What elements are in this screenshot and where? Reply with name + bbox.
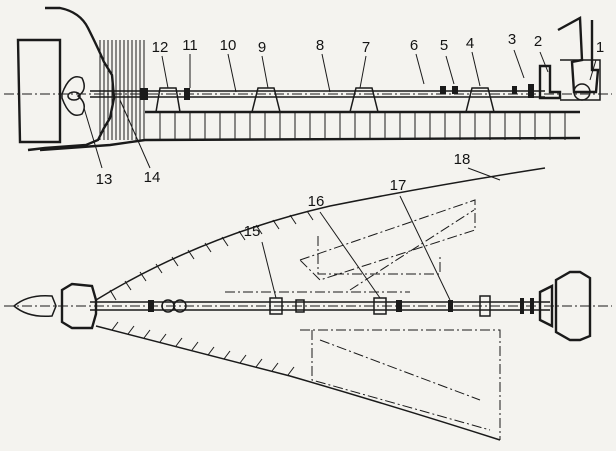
stern-hull-outline xyxy=(27,6,116,152)
plan-flywheel xyxy=(538,284,554,328)
elevation-view xyxy=(4,6,612,152)
auxiliary-construction-lines xyxy=(225,199,501,440)
label-7: 7 xyxy=(362,39,370,56)
label-5: 5 xyxy=(440,37,448,54)
plan-view xyxy=(4,167,612,441)
label-2: 2 xyxy=(534,33,542,50)
plan-engine xyxy=(554,270,592,342)
label-4: 4 xyxy=(466,35,474,52)
lower-hull-hatching xyxy=(111,321,295,376)
propeller-hub xyxy=(67,91,81,101)
label-13: 13 xyxy=(96,171,113,188)
intermediate-bearings xyxy=(155,87,495,113)
leader-lines xyxy=(83,49,597,301)
label-17: 17 xyxy=(390,177,407,194)
label-12: 12 xyxy=(152,39,169,56)
label-6: 6 xyxy=(410,37,418,54)
main-engine xyxy=(538,16,601,101)
plan-couplings xyxy=(148,295,534,317)
label-10: 10 xyxy=(220,37,237,54)
label-16: 16 xyxy=(308,193,325,210)
label-14: 14 xyxy=(144,169,161,186)
plan-propeller-cone xyxy=(12,294,57,318)
label-8: 8 xyxy=(316,37,324,54)
label-1: 1 xyxy=(596,39,604,56)
hull-lower-line xyxy=(95,325,501,441)
label-15: 15 xyxy=(244,223,261,240)
propeller xyxy=(61,76,85,116)
shaft-collars xyxy=(140,84,534,100)
upper-hull-hatching xyxy=(109,210,314,301)
bottom-shell xyxy=(39,136,581,152)
label-3: 3 xyxy=(508,31,516,48)
floor-frames xyxy=(159,112,566,140)
label-9: 9 xyxy=(258,39,266,56)
label-18: 18 xyxy=(454,151,471,168)
plan-propeller-boss xyxy=(60,282,98,330)
hull-upper-line xyxy=(95,167,546,301)
callout-labels: 1 2 3 4 5 6 7 8 9 10 11 12 13 14 15 16 1… xyxy=(96,31,605,240)
stern-post xyxy=(16,38,62,144)
label-11: 11 xyxy=(182,37,198,54)
